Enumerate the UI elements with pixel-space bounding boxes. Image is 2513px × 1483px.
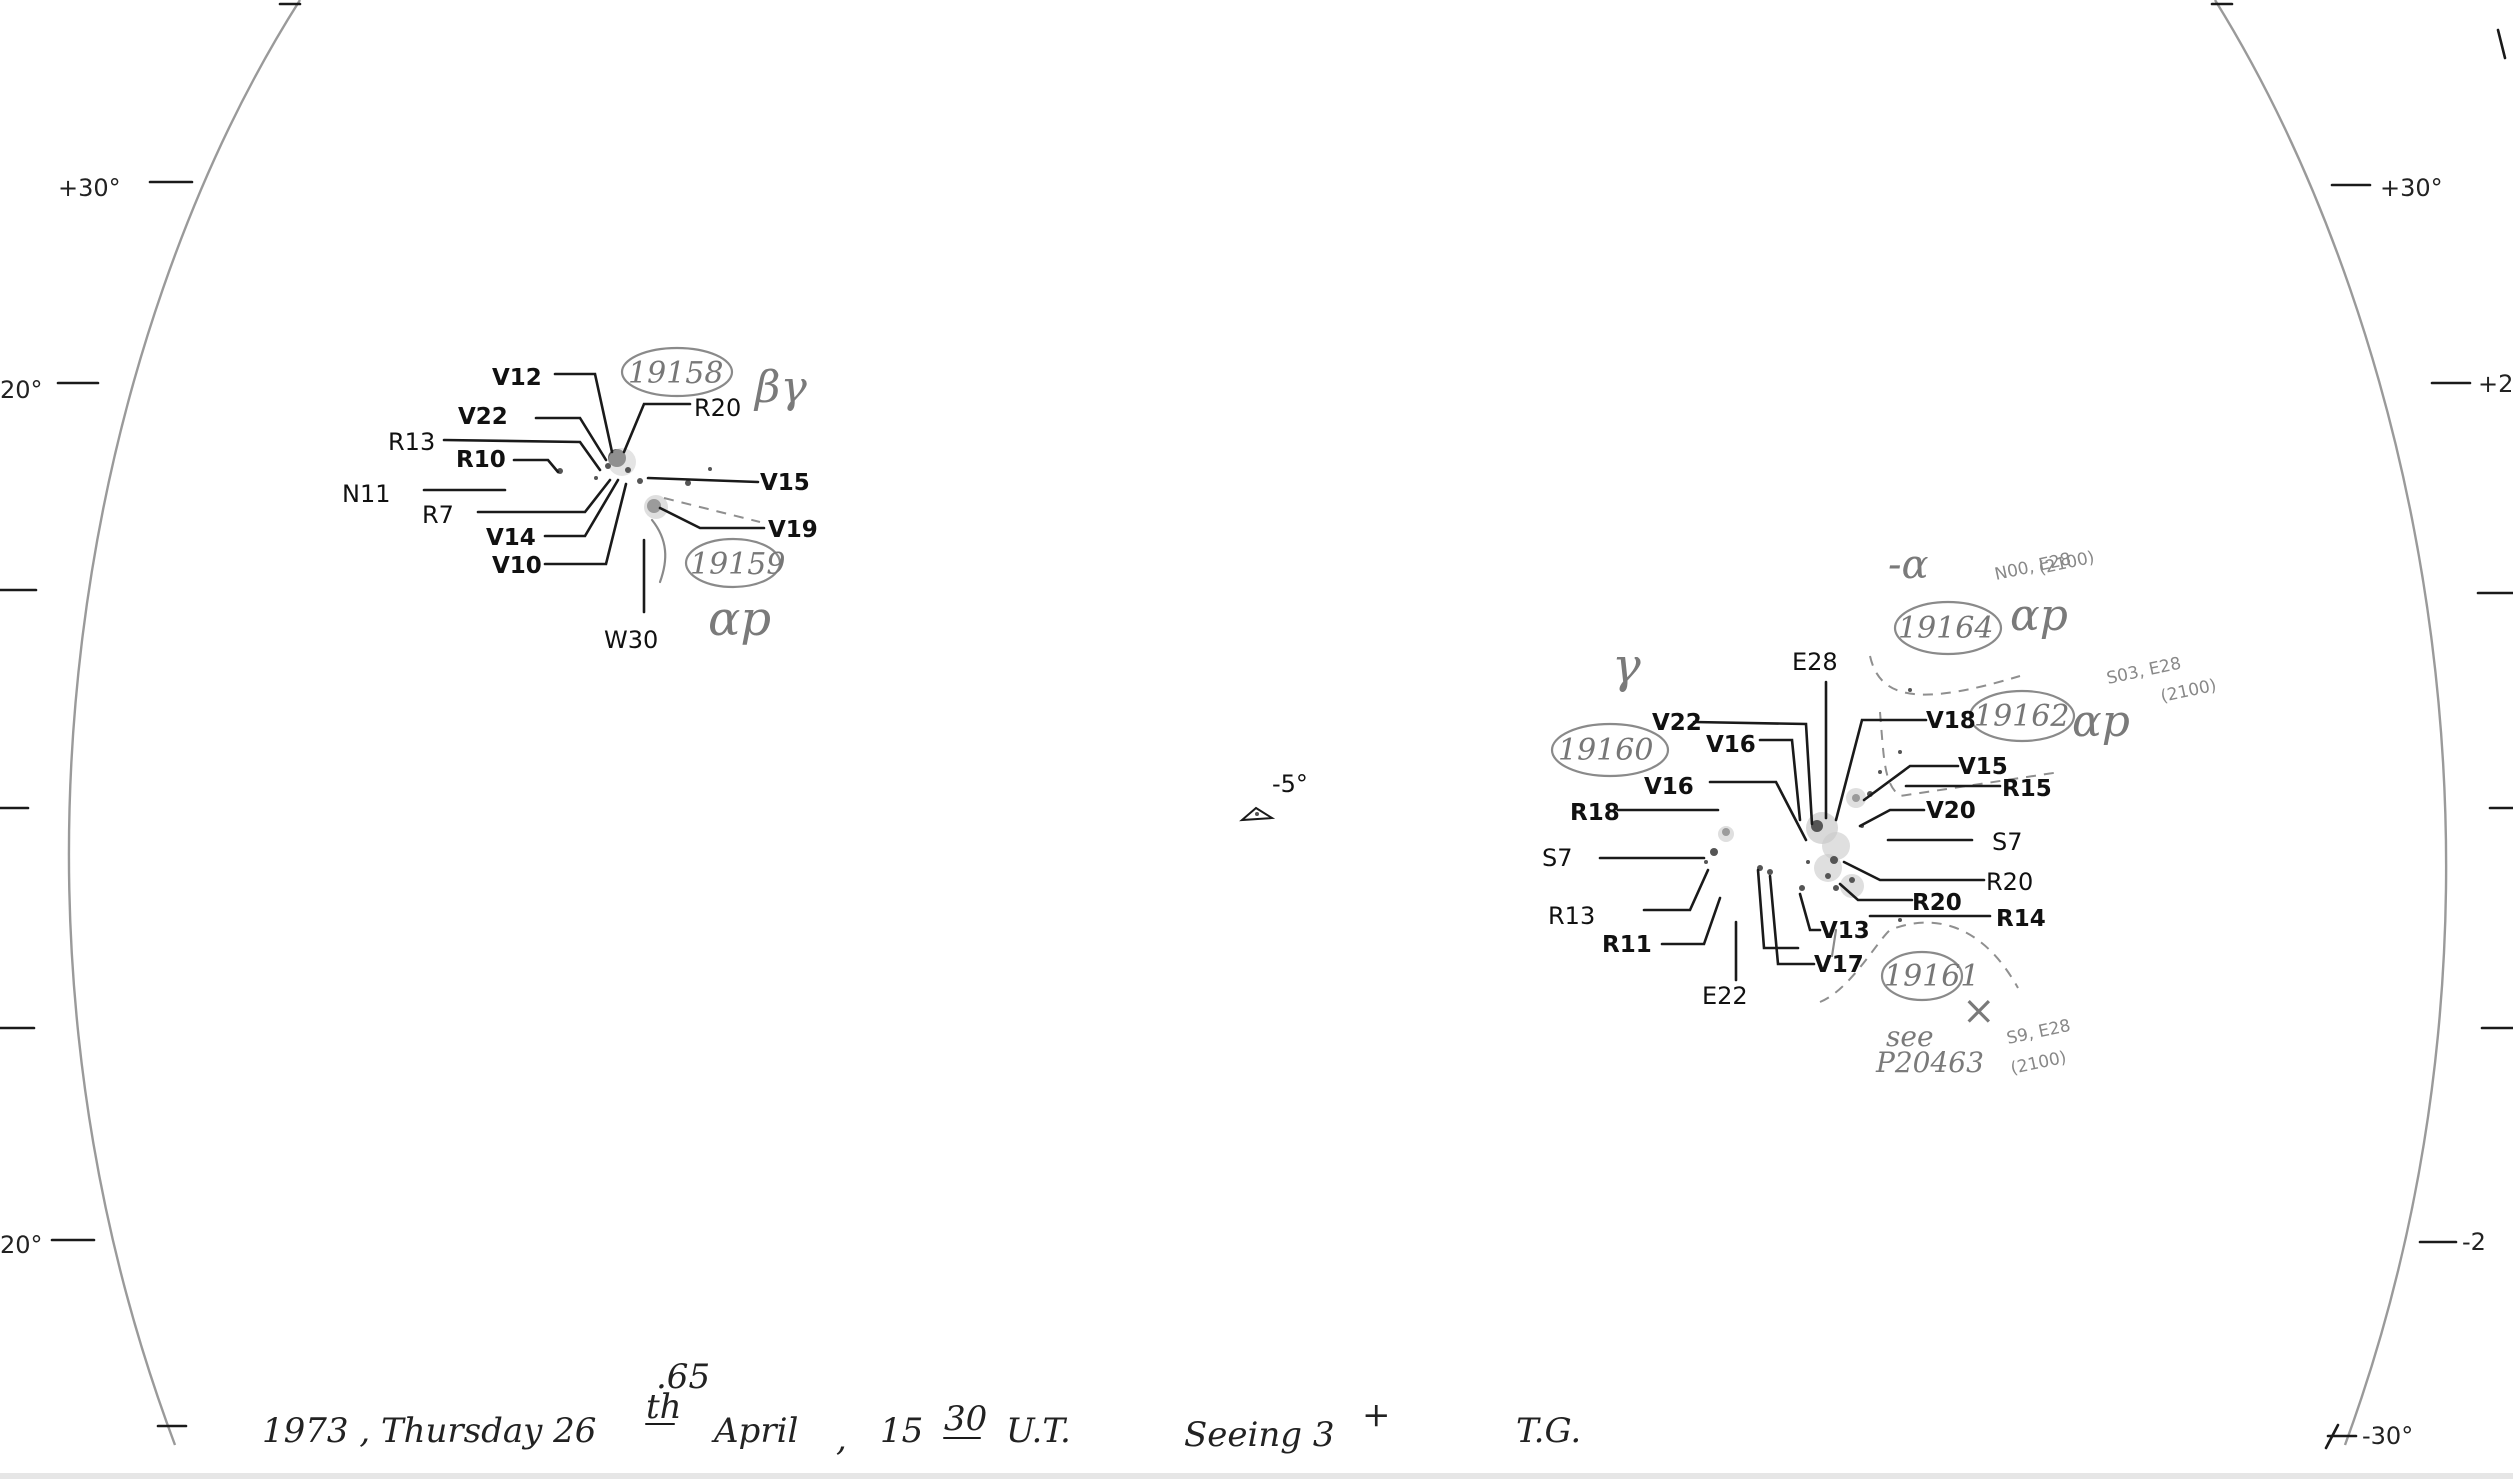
scale-left-20: 20° [0, 376, 43, 404]
label-V12: V12 [492, 365, 542, 391]
caption-seeing-sup: + [1362, 1395, 1391, 1435]
label-V19: V19 [768, 517, 818, 543]
region-19162: 19162 [1974, 699, 2069, 734]
label-R10: R10 [456, 447, 506, 473]
label-rV17: V17 [1814, 952, 1864, 978]
label-rR20b: R20 [1912, 890, 1962, 916]
scale-right-minus2: -2 [2462, 1228, 2486, 1256]
label-V14: V14 [486, 525, 536, 551]
note-19162-time: (2100) [2159, 676, 2218, 707]
region-19159: 19159 [690, 547, 785, 582]
class-left-b: αp [708, 591, 771, 647]
label-V15: V15 [760, 470, 810, 496]
label-rR20a: R20 [1986, 868, 2033, 896]
caption-time: 15 [880, 1411, 923, 1451]
see-ref: see [1886, 1020, 1934, 1053]
caption-date-sup: th [646, 1387, 682, 1427]
caption-ut: U.T. [1006, 1411, 1071, 1451]
label-rR14: R14 [1996, 906, 2046, 932]
class-left-a: βγ [753, 362, 807, 413]
note-19162: S03, E28 [2105, 654, 2183, 689]
label-rS7b: S7 [1992, 828, 2023, 856]
label-rR13: R13 [1548, 902, 1595, 930]
label-rV16a: V16 [1706, 732, 1756, 758]
label-rS7: S7 [1542, 844, 1573, 872]
region-19161: 19161 [1884, 959, 1979, 994]
caption-month: April [711, 1411, 798, 1451]
label-W30: W30 [604, 626, 658, 654]
class-right-c-top: -α [1888, 542, 1929, 588]
caption-date: 1973 , Thursday 26 [262, 1411, 596, 1451]
label-rR15: R15 [2002, 776, 2052, 802]
label-rE22: E22 [1702, 982, 1748, 1010]
label-rV13: V13 [1820, 918, 1870, 944]
label-V10: V10 [492, 553, 542, 579]
label-rE28: E28 [1792, 648, 1838, 676]
caption: 1973 , Thursday 26 th April , 15 30 U.T.… [262, 1357, 1581, 1459]
solar-limb-right [2213, 0, 2448, 1446]
label-R7: R7 [422, 501, 454, 529]
note-19164-time: (2100) [2037, 548, 2096, 579]
label-R13: R13 [388, 428, 435, 456]
group-right: 19160 γ 19162 αp S03, E28 (2100) 19164 α… [1542, 542, 2218, 1079]
note-19161: S9, E28 [2005, 1016, 2073, 1049]
see-ref-plate: P20463 [1875, 1046, 1984, 1079]
caption-time-sup: 30 [944, 1399, 987, 1439]
solar-limb-left [67, 0, 302, 1446]
right-scale: +30° +2 -2 -30° [2210, 2, 2513, 1450]
label-rV22: V22 [1652, 710, 1702, 736]
label-N11: N11 [342, 480, 391, 508]
caption-initials: T.G. [1516, 1411, 1581, 1451]
class-right-c: αp [2010, 590, 2068, 641]
scale-right-plus30: +30° [2380, 174, 2443, 202]
scale-left-minus20: 20° [0, 1231, 43, 1259]
class-right-a: γ [1612, 638, 1641, 694]
scale-right-minus30: -30° [2362, 1422, 2413, 1450]
label-rV18: V18 [1926, 708, 1976, 734]
label-rV20: V20 [1926, 798, 1976, 824]
caption-seeing: Seeing 3 [1184, 1415, 1335, 1455]
left-scale: +30° 20° 20° [0, 2, 302, 1428]
scale-right-plus2: +2 [2478, 370, 2513, 398]
label-rR18: R18 [1570, 800, 1620, 826]
class-right-b: αp [2072, 696, 2130, 747]
label-rV16b: V16 [1644, 774, 1694, 800]
center-marker-label: -5° [1272, 770, 1308, 798]
label-R20: R20 [694, 394, 741, 422]
group-left: 19158 βγ 19159 αp V12 V22 R13 R10 N11 R7… [342, 346, 818, 654]
region-19164: 19164 [1898, 611, 1993, 646]
center-marker: -5° [1239, 770, 1308, 822]
class-right-d: × [1962, 988, 1996, 1034]
label-rV15: V15 [1958, 754, 2008, 780]
label-V22: V22 [458, 404, 508, 430]
caption-frac: .65 [656, 1357, 710, 1397]
scale-left-plus30: +30° [58, 174, 121, 202]
spot-right-umbra [1811, 820, 1823, 832]
caption-sep: , [836, 1419, 847, 1459]
region-19158: 19158 [628, 356, 723, 391]
note-19161-time: (2100) [2009, 1048, 2068, 1079]
label-rR11: R11 [1602, 932, 1652, 958]
region-19160: 19160 [1558, 733, 1653, 768]
